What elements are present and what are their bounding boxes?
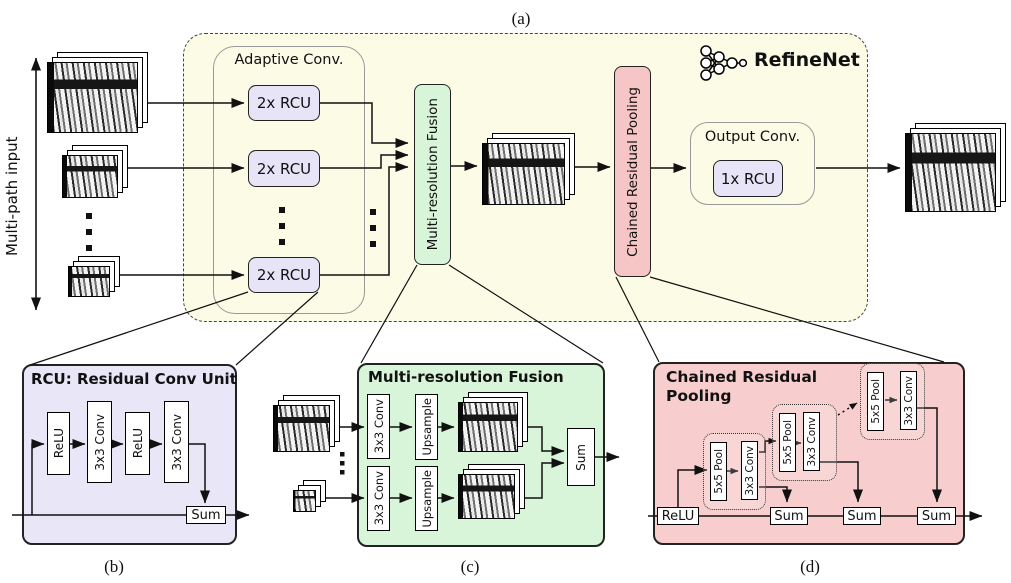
- conv-box-d3: 3x3 Conv: [900, 371, 917, 430]
- relu-box-1: ReLU: [47, 412, 70, 475]
- pool-box-2: 5x5 Pool: [779, 413, 796, 472]
- upsampled-image-1: [458, 392, 528, 452]
- callout-connectors: [29, 264, 945, 366]
- adaptive-conv-panel: [213, 46, 365, 314]
- sum-box-d2: Sum: [843, 507, 881, 525]
- sum-box-c: Sum: [567, 428, 595, 486]
- output-image-stack: [905, 123, 1006, 212]
- network-icon: [700, 45, 748, 81]
- sum-box-b: Sum: [186, 506, 226, 524]
- sum-box-d1: Sum: [770, 507, 808, 525]
- label-d: (d): [800, 557, 820, 576]
- input-image-stack-1: [47, 52, 148, 133]
- relu-box-2: ReLU: [125, 412, 150, 475]
- output-rcu-box: 1x RCU: [713, 160, 783, 197]
- fusion-detail-title: Multi-resolution Fusion: [368, 368, 564, 386]
- conv-box-1: 3x3 Conv: [87, 401, 112, 483]
- conv-box-d2: 3x3 Conv: [803, 412, 820, 471]
- fusion-block: Multi-resolution Fusion: [414, 84, 451, 265]
- input-image-stack-3: [68, 256, 120, 297]
- crp-detail-title: Chained Residual Pooling: [666, 368, 818, 406]
- multipath-input-label: Multi-path input: [3, 136, 21, 256]
- rcu-box-3: 2x RCU: [248, 257, 320, 293]
- panel-a-wires: [112, 98, 901, 280]
- fusion-conv-box-2: 3x3 Conv: [367, 466, 390, 531]
- output-conv-panel: [690, 122, 815, 205]
- conv-box-d1: 3x3 Conv: [741, 441, 758, 500]
- rcu-box-1: 2x RCU: [248, 85, 320, 121]
- fusion-conv-box-1: 3x3 Conv: [367, 394, 390, 459]
- upsampled-image-2: [458, 464, 525, 519]
- input-image-stack-2: [62, 145, 128, 198]
- fusion-input-image-2: [293, 480, 326, 512]
- ellipsis-dots: [86, 207, 376, 475]
- conv-box-2: 3x3 Conv: [164, 401, 189, 483]
- output-conv-title: Output Conv.: [704, 129, 801, 145]
- crp-block: Chained Residual Pooling: [614, 66, 651, 277]
- refinenet-brand: RefineNet: [754, 49, 860, 71]
- adaptive-conv-title: Adaptive Conv.: [234, 52, 344, 68]
- label-b: (b): [104, 557, 124, 576]
- fused-feature-image: [482, 133, 575, 205]
- fusion-upsample-box-1: Upsample: [415, 394, 438, 460]
- label-a: (a): [511, 9, 531, 28]
- rcu-box-2: 2x RCU: [248, 150, 320, 187]
- fusion-upsample-box-2: Upsample: [415, 466, 438, 531]
- label-c: (c): [460, 557, 480, 576]
- rcu-detail-title: RCU: Residual Conv Unit: [31, 370, 237, 388]
- relu-box-d: ReLU: [657, 507, 699, 525]
- sum-box-d3: Sum: [917, 507, 956, 525]
- fusion-input-image-1: [273, 395, 340, 452]
- pool-box-3: 5x5 Pool: [867, 372, 884, 431]
- pool-box-1: 5x5 Pool: [710, 442, 727, 501]
